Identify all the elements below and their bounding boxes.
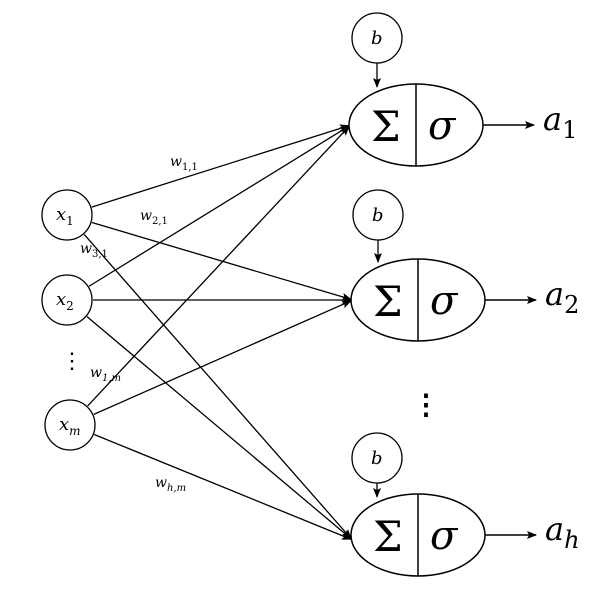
output-label: a2 bbox=[545, 275, 579, 319]
sum-symbol: Σ bbox=[373, 512, 403, 561]
input-label: x1 bbox=[56, 204, 74, 228]
weight-edge bbox=[91, 124, 350, 208]
output-label: a1 bbox=[543, 100, 577, 144]
weight-label-whm: wh,m bbox=[155, 475, 186, 494]
weight-edge bbox=[87, 125, 350, 407]
input-label: x2 bbox=[56, 289, 74, 313]
weight-edge bbox=[83, 234, 352, 540]
bias-label: b bbox=[371, 448, 383, 469]
weight-edge bbox=[88, 125, 350, 287]
weight-label-w31: w3,1 bbox=[80, 241, 108, 260]
output-label: ah bbox=[545, 510, 580, 554]
sum-symbol: Σ bbox=[373, 277, 403, 326]
sigma-symbol: σ bbox=[430, 513, 459, 559]
bias-label: b bbox=[371, 28, 383, 49]
input-ellipsis: ⋮ bbox=[61, 349, 83, 374]
input-node-1: x1 bbox=[41, 189, 93, 241]
weight-label-w21: w2,1 bbox=[140, 208, 168, 227]
weight-edge bbox=[93, 433, 352, 540]
weight-label-w1m: w1,m bbox=[90, 365, 121, 384]
sum-symbol: Σ bbox=[371, 102, 401, 151]
neuron-ellipsis: ⋮ bbox=[412, 388, 440, 421]
bias-label: b bbox=[372, 205, 384, 226]
sigma-symbol: σ bbox=[428, 103, 457, 149]
input-node-3: xm bbox=[44, 399, 96, 451]
weight-label-w11: w1,1 bbox=[170, 154, 198, 173]
sigma-symbol: σ bbox=[430, 278, 459, 324]
weight-edge bbox=[91, 221, 352, 301]
weight-edge bbox=[86, 316, 352, 540]
input-label: xm bbox=[59, 414, 81, 438]
weight-edges bbox=[83, 124, 352, 540]
input-node-2: x2 bbox=[41, 274, 93, 326]
weight-edge bbox=[93, 300, 352, 415]
